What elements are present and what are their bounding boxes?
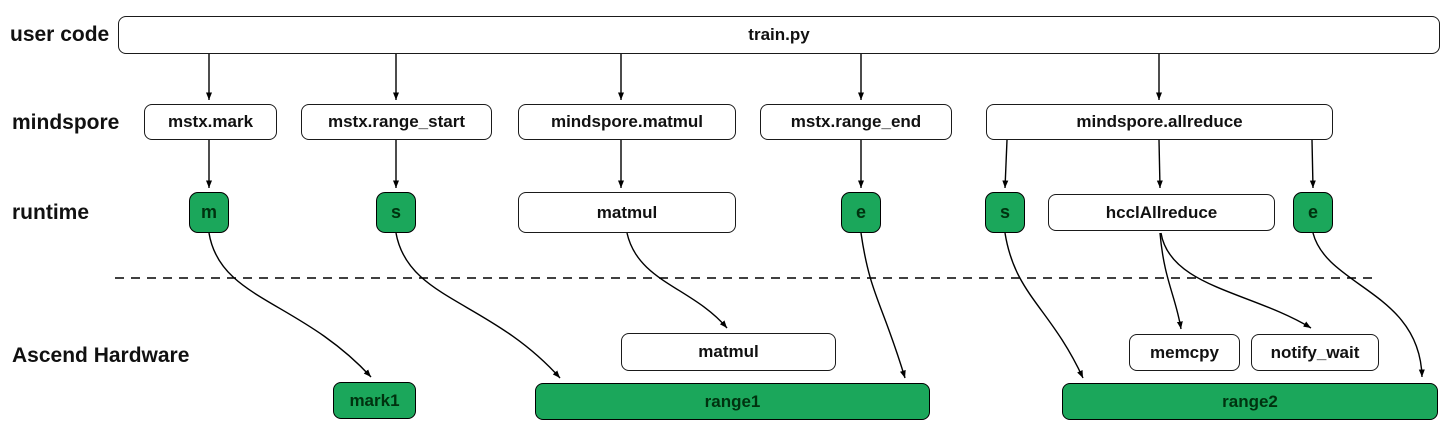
mstx-range-start-box: mstx.range_start bbox=[301, 104, 492, 140]
mstx-range-end-box: mstx.range_end bbox=[760, 104, 952, 140]
runtime-hccl-allreduce-box: hcclAllreduce bbox=[1048, 194, 1275, 231]
mstx-mark-box: mstx.mark bbox=[144, 104, 277, 140]
mindspore-matmul-box: mindspore.matmul bbox=[518, 104, 736, 140]
train-py-box: train.py bbox=[118, 16, 1440, 54]
row-label-runtime: runtime bbox=[12, 201, 90, 224]
mindspore-allreduce-box: mindspore.allreduce bbox=[986, 104, 1333, 140]
runtime-allreduce-start-box: s bbox=[985, 192, 1025, 233]
row-label-user-code: user code bbox=[10, 23, 110, 46]
hardware-memcpy-box: memcpy bbox=[1129, 334, 1240, 371]
runtime-range-end-box: e bbox=[841, 192, 881, 233]
runtime-matmul-box: matmul bbox=[518, 192, 736, 233]
hardware-range1-bar: range1 bbox=[535, 383, 930, 420]
hardware-range2-bar: range2 bbox=[1062, 383, 1438, 420]
hardware-matmul-box: matmul bbox=[621, 333, 836, 371]
hardware-notify-wait-box: notify_wait bbox=[1251, 334, 1379, 371]
runtime-allreduce-end-box: e bbox=[1293, 192, 1333, 233]
runtime-range-start-box: s bbox=[376, 192, 416, 233]
hardware-mark1-bar: mark1 bbox=[333, 382, 416, 419]
runtime-mark-box: m bbox=[189, 192, 229, 233]
row-label-ascend-hardware: Ascend Hardware bbox=[12, 344, 190, 367]
row-label-mindspore: mindspore bbox=[12, 111, 120, 134]
